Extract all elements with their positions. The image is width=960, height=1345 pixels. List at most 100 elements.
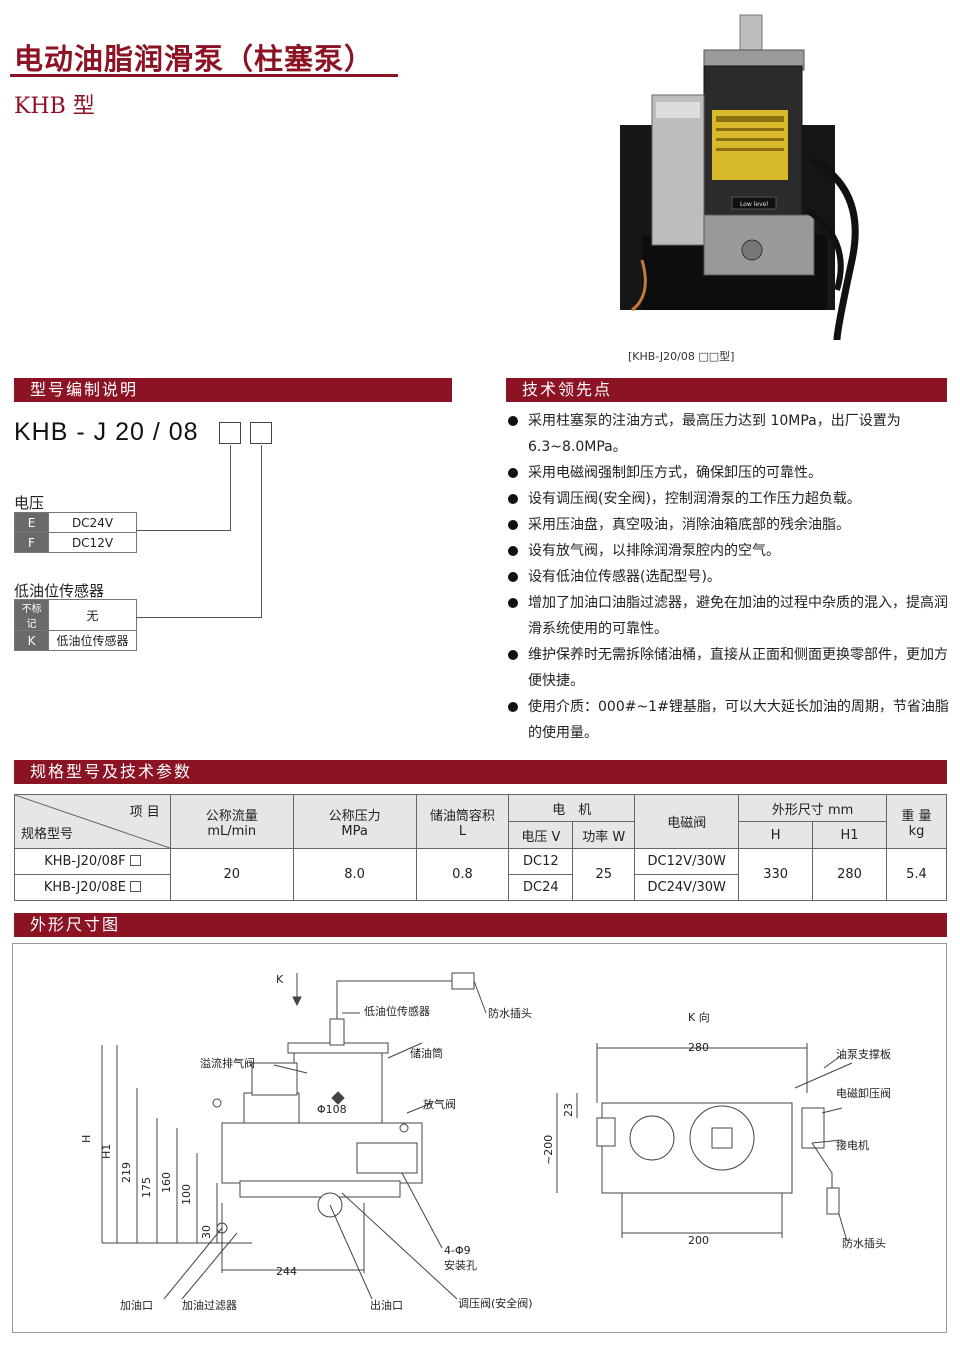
option-box bbox=[129, 881, 141, 892]
spec-header-valve: 电磁阀 bbox=[634, 794, 740, 849]
drawing-section-heading: 外形尺寸图 bbox=[14, 913, 947, 937]
tech-item: 设有放气阀，以排除润滑泵腔内的空气。 bbox=[506, 538, 950, 564]
spec-valve-f: DC12V/30W bbox=[634, 848, 740, 875]
spec-header-corner: 项 目 规格型号 bbox=[14, 794, 171, 849]
table-row: KHB-J20/08F 20 8.0 0.8 DC12 25 DC12V/30W… bbox=[14, 848, 947, 901]
spec-header-model: 规格型号 bbox=[21, 827, 74, 842]
drawing-tank-label: 储油筒 bbox=[410, 1046, 443, 1060]
drawing-sensor-label: 低油位传感器 bbox=[364, 1004, 430, 1018]
drawing-plug1-label: 防水插头 bbox=[488, 1006, 532, 1020]
drawing-dim-200v: ~200 bbox=[542, 1135, 555, 1165]
dimension-drawing-frame bbox=[12, 943, 947, 1333]
voltage-value-e: DC24V bbox=[48, 512, 137, 533]
bullet-icon bbox=[508, 468, 518, 478]
voltage-key-f: F bbox=[14, 532, 49, 553]
sensor-value-k: 低油位传感器 bbox=[48, 630, 137, 651]
spec-header-power: 功率 W bbox=[572, 821, 636, 849]
drawing-dim-23: 23 bbox=[562, 1103, 575, 1117]
tech-section-heading: 技术领先点 bbox=[506, 378, 947, 402]
model-code: KHB - J 20 / 08 bbox=[14, 418, 199, 446]
drawing-k-view-label: K 向 bbox=[688, 1010, 710, 1024]
leader-line-sensor-h bbox=[136, 617, 262, 618]
drawing-solenoid-label: 电磁卸压阀 bbox=[836, 1086, 891, 1100]
spec-header-dims: 外形尺寸 mm bbox=[738, 794, 887, 822]
spec-section-heading: 规格型号及技术参数 bbox=[14, 760, 947, 784]
drawing-overflow-label: 溢流排气阀 bbox=[200, 1056, 255, 1070]
option-box bbox=[129, 855, 141, 866]
voltage-value-f: DC12V bbox=[48, 532, 137, 553]
drawing-dim-160: 160 bbox=[160, 1172, 173, 1193]
drawing-fill-label: 加油口 bbox=[120, 1298, 153, 1312]
drawing-relief-label: 调压阀(安全阀) bbox=[458, 1296, 533, 1310]
sensor-label: 低油位传感器 bbox=[14, 582, 105, 600]
drawing-dim-175: 175 bbox=[140, 1177, 153, 1198]
drawing-phi-dim: Φ108 bbox=[317, 1103, 347, 1116]
tech-item: 设有低油位传感器(选配型号)。 bbox=[506, 564, 950, 590]
drawing-dim-h1: H1 bbox=[100, 1144, 113, 1159]
spec-h1: 280 bbox=[812, 848, 887, 901]
spec-flow: 20 bbox=[169, 848, 294, 901]
spec-valve-e: DC24V/30W bbox=[634, 874, 740, 901]
drawing-dim-280: 280 bbox=[688, 1041, 709, 1054]
tech-features-list: 采用柱塞泵的注油方式，最高压力达到 10MPa，出厂设置为 6.3~8.0MPa… bbox=[506, 408, 950, 746]
tech-item: 采用电磁阀强制卸压方式，确保卸压的可靠性。 bbox=[506, 460, 950, 486]
dimension-drawing: K K 向 低油位传感器 防水插头 储油筒 溢流排气阀 放气阀 Φ108 4-Φ… bbox=[80, 972, 891, 1312]
drawing-vent-label: 放气阀 bbox=[423, 1097, 456, 1111]
sensor-value-none: 无 bbox=[48, 599, 137, 631]
tech-item: 增加了加油口油脂过滤器，避免在加油的过程中杂质的混入，提高润滑系统使用的可靠性。 bbox=[506, 590, 950, 642]
bullet-icon bbox=[508, 650, 518, 660]
spec-capacity: 0.8 bbox=[415, 848, 510, 901]
drawing-dim-200: 200 bbox=[688, 1234, 709, 1247]
spec-header-h1: H1 bbox=[812, 821, 887, 849]
sensor-key-k: K bbox=[14, 630, 49, 651]
drawing-dim-219: 219 bbox=[120, 1162, 133, 1183]
spec-power: 25 bbox=[572, 848, 636, 901]
spec-weight: 5.4 bbox=[886, 848, 947, 901]
code-box-1 bbox=[219, 422, 241, 444]
spec-header-item: 项 目 bbox=[129, 805, 160, 820]
voltage-key-e: E bbox=[14, 512, 49, 533]
bullet-icon bbox=[508, 416, 518, 426]
bullet-icon bbox=[508, 546, 518, 556]
spec-voltage-f: DC12 bbox=[508, 848, 574, 875]
drawing-motor-label: 接电机 bbox=[836, 1138, 869, 1152]
drawing-dim-30: 30 bbox=[200, 1225, 213, 1239]
drawing-bracket-label: 油泵支撑板 bbox=[836, 1047, 891, 1061]
spec-header-h: H bbox=[738, 821, 814, 849]
model-section-heading: 型号编制说明 bbox=[14, 378, 452, 402]
drawing-mount-hole-label: 4-Φ9 bbox=[444, 1244, 471, 1257]
drawing-k-label: K bbox=[276, 973, 284, 986]
page-title: 电动油脂润滑泵（柱塞泵） bbox=[14, 42, 375, 76]
title-underline bbox=[10, 74, 398, 77]
drawing-plug2-label: 防水插头 bbox=[842, 1236, 886, 1250]
bullet-icon bbox=[508, 520, 518, 530]
drawing-dim-100: 100 bbox=[180, 1184, 193, 1205]
code-box-2 bbox=[250, 422, 272, 444]
photo-caption: [KHB-J20/08 □□型] bbox=[628, 350, 735, 363]
leader-line-voltage-h bbox=[136, 530, 231, 531]
tech-item: 采用柱塞泵的注油方式，最高压力达到 10MPa，出厂设置为 6.3~8.0MPa… bbox=[506, 408, 950, 460]
spec-model-f: KHB-J20/08F bbox=[14, 848, 171, 875]
tech-item: 设有调压阀(安全阀)，控制润滑泵的工作压力超负载。 bbox=[506, 486, 950, 512]
spec-voltage-e: DC24 bbox=[508, 874, 574, 901]
leader-line-voltage-v bbox=[230, 445, 231, 531]
spec-h: 330 bbox=[738, 848, 814, 901]
tech-item: 采用压油盘，真空吸油，消除油箱底部的残余油脂。 bbox=[506, 512, 950, 538]
spec-model-e: KHB-J20/08E bbox=[14, 874, 171, 901]
page-subtitle: KHB 型 bbox=[14, 94, 95, 119]
photo-low-level-text: Low level bbox=[740, 201, 768, 208]
bullet-icon bbox=[508, 702, 518, 712]
drawing-filter-label: 加油过滤器 bbox=[182, 1298, 237, 1312]
spec-header-voltage: 电压 V bbox=[508, 821, 574, 849]
tech-item: 使用介质：000#~1#锂基脂，可以大大延长加油的周期，节省油脂的使用量。 bbox=[506, 694, 950, 746]
bullet-icon bbox=[508, 572, 518, 582]
bullet-icon bbox=[508, 598, 518, 608]
product-photo: Low level bbox=[620, 14, 859, 341]
drawing-outlet-label: 出油口 bbox=[370, 1298, 403, 1312]
